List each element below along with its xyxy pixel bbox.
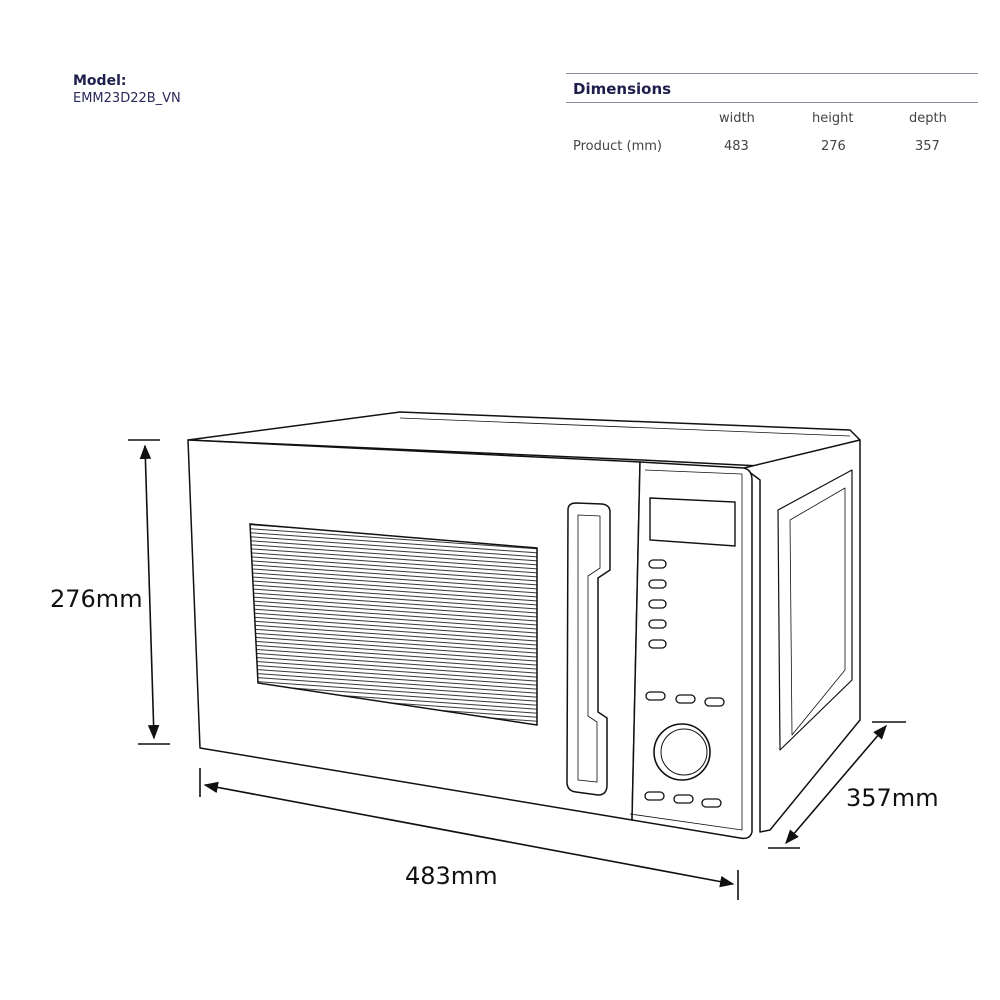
door-window (249, 523, 538, 726)
dimensions-title: Dimensions (573, 80, 672, 98)
depth-dimension-label: 357mm (846, 784, 939, 812)
header-rule (566, 102, 978, 103)
dimension-lines (128, 439, 906, 900)
dimensions-table: Dimensions width height depth Product (m… (566, 73, 978, 159)
model-label: Model: (73, 73, 127, 89)
row-label: Product (mm) (573, 139, 662, 154)
model-value: EMM23D22B_VN (73, 91, 181, 106)
value-height: 276 (821, 139, 846, 154)
col-height: height (812, 111, 854, 126)
col-depth: depth (909, 111, 947, 126)
control-knob (653, 723, 711, 781)
height-dimension-label: 276mm (50, 585, 143, 613)
width-dimension-label: 483mm (405, 862, 498, 890)
model-info: Model: EMM23D22B_VN (73, 72, 181, 108)
dimensions-product-row: Product (mm) 483 276 357 (566, 131, 978, 159)
dimensions-header-row: width height depth (566, 103, 978, 131)
col-width: width (719, 111, 755, 126)
control-display (649, 497, 736, 547)
value-width: 483 (724, 139, 749, 154)
top-rule (566, 73, 978, 74)
value-depth: 357 (915, 139, 940, 154)
